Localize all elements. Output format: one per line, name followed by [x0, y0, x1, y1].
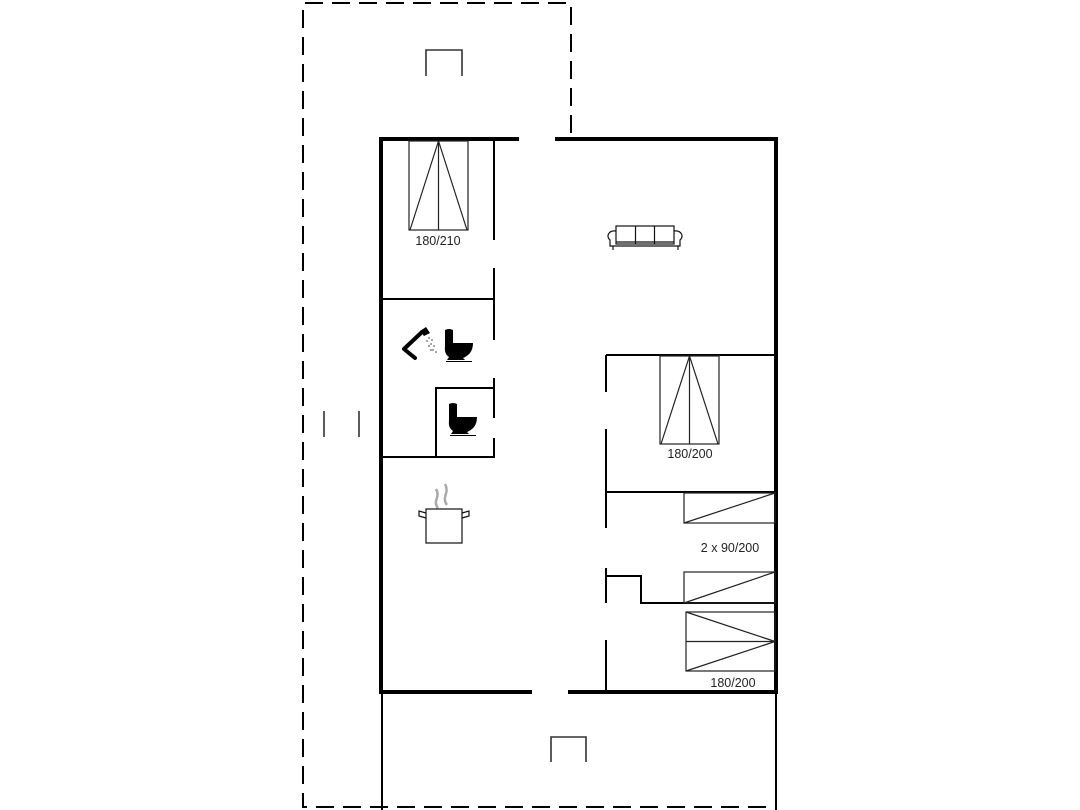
door-marker-icon — [550, 736, 587, 762]
bed-size-label: 2 x 90/200 — [701, 541, 759, 555]
bed-size-label: 180/200 — [710, 676, 755, 690]
shower-icon — [402, 327, 437, 360]
bed-180-200-bottom: 180/200 — [685, 611, 776, 690]
sofa-icon — [607, 225, 683, 250]
exterior-walls — [379, 137, 778, 694]
door-marker-icon — [425, 49, 463, 76]
toilet-icon — [448, 403, 477, 436]
toilet-icon — [444, 329, 473, 362]
bed-size-label: 180/200 — [667, 447, 712, 461]
door-marker-icon — [323, 411, 360, 437]
bed-180-200: 180/200 — [659, 355, 720, 461]
twin-beds: 2 x 90/200 — [683, 492, 776, 604]
terrace-outline — [302, 2, 775, 808]
bed-size-label: 180/210 — [415, 234, 460, 248]
bed-180-210: 180/210 — [408, 140, 469, 248]
terrace-bottom-walls — [381, 693, 777, 810]
interior-walls — [381, 139, 776, 692]
cooking-pot-icon — [418, 483, 470, 544]
